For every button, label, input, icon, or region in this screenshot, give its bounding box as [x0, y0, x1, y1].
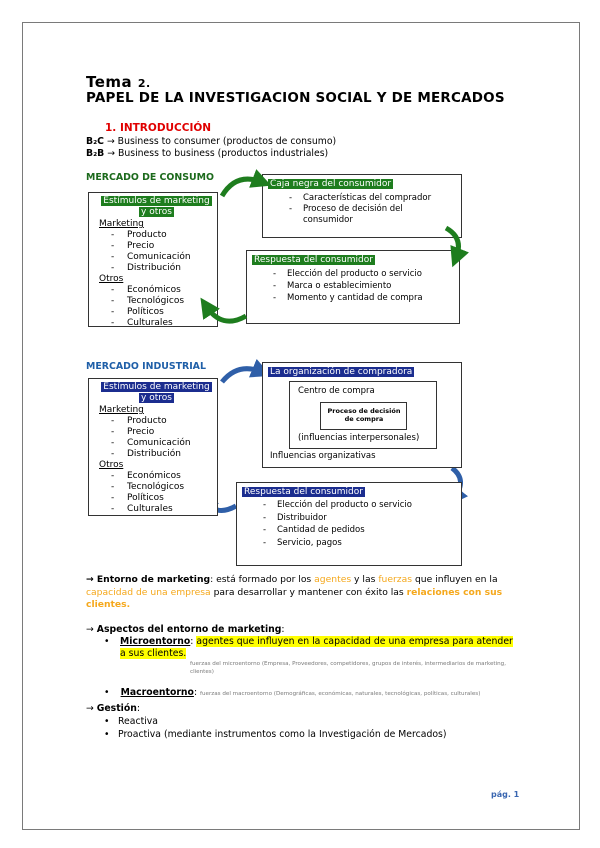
list-item: Cantidad de pedidos	[263, 524, 458, 537]
consumo-arrow-top	[219, 169, 272, 198]
list-item: Proceso de decisión del consumidor	[289, 204, 454, 226]
consumo-otros-list: Económicos Tecnológicos Políticos Cultur…	[99, 285, 214, 329]
proceso-decision-box: Proceso de decisión de compra	[320, 402, 407, 430]
consumo-respuesta-list: Elección del producto o servicio Marca o…	[273, 268, 458, 304]
consumo-marketing-list: Producto Precio Comunicación Distribució…	[99, 230, 214, 274]
aspectos-heading: → Aspectos del entorno de marketing:	[86, 624, 285, 635]
consumo-stim-title-1: Estímulos de marketing	[101, 196, 212, 206]
page-number: pág. 1	[491, 790, 520, 799]
entorno-label: Entorno de marketing	[96, 574, 211, 585]
consumo-arrow-bottom	[200, 297, 248, 324]
list-item: Políticos	[111, 493, 214, 504]
list-item: Elección del producto o servicio	[263, 499, 458, 512]
list-item: Distribución	[111, 449, 214, 460]
list-item: Reactiva	[104, 716, 524, 729]
organizacion-title: La organización de compradora	[268, 367, 415, 377]
microentorno-item: • Microentorno: agentes que influyen en …	[104, 636, 513, 675]
list-item: Políticos	[111, 307, 214, 318]
list-item: Tecnológicos	[111, 482, 214, 493]
centro-compra-box: Centro de compra Proceso de decisión de …	[289, 381, 437, 449]
page-title: PAPEL DE LA INVESTIGACION SOCIAL Y DE ME…	[86, 90, 505, 106]
tema-heading: Tema 2.	[86, 73, 151, 91]
industrial-otros-list: Económicos Tecnológicos Políticos Cultur…	[99, 471, 214, 515]
list-item: Tecnológicos	[111, 296, 214, 307]
industrial-stim-title-2: y otros	[139, 393, 174, 403]
consumo-respuesta-title: Respuesta del consumidor	[252, 255, 375, 265]
list-item: Servicio, pagos	[263, 537, 458, 550]
proceso-decision-label: Proceso de decisión de compra	[327, 407, 401, 423]
organizacion-compradora-box: La organización de compradora Centro de …	[262, 362, 462, 468]
industrial-estimulos-box: Estímulos de marketing y otros Marketing…	[88, 378, 218, 516]
list-item: Económicos	[111, 285, 214, 296]
gestion-list: Reactiva Proactiva (mediante instrumento…	[104, 716, 524, 741]
industrial-respuesta-box: Respuesta del consumidor Elección del pr…	[236, 482, 462, 566]
industrial-marketing-label: Marketing	[99, 405, 144, 415]
caja-negra-list: Características del comprador Proceso de…	[289, 193, 454, 226]
intro-heading: 1. INTRODUCCIÓN	[105, 122, 212, 134]
micro-note: fuerzas del microentorno (Empresa, Prove…	[190, 661, 507, 675]
list-item: Producto	[111, 230, 214, 241]
b2b-line: B₂B → Business to business (productos in…	[86, 148, 329, 159]
gestion-heading: → Gestión:	[86, 703, 140, 714]
consumo-marketing-label: Marketing	[99, 219, 144, 229]
entorno-paragraph: → Entorno de marketing: está formado por…	[86, 574, 503, 610]
caja-negra-box: Caja negra del consumidor Característica…	[262, 174, 462, 238]
industrial-marketing-list: Producto Precio Comunicación Distribució…	[99, 416, 214, 460]
consumo-respuesta-box: Respuesta del consumidor Elección del pr…	[246, 250, 460, 324]
industrial-respuesta-title: Respuesta del consumidor	[242, 487, 365, 497]
influencias-interpersonales: (influencias interpersonales)	[298, 433, 420, 443]
centro-compra-label: Centro de compra	[298, 386, 375, 396]
list-item: Distribución	[111, 263, 214, 274]
macroentorno-item: • Macroentorno: fuerzas del macroentorno…	[104, 687, 481, 698]
list-item: Comunicación	[111, 438, 214, 449]
list-item: Culturales	[111, 318, 214, 329]
industrial-arrow-top	[220, 358, 272, 384]
consumo-arrow-right	[444, 225, 469, 268]
list-item: Características del comprador	[289, 193, 454, 204]
industrial-stim-title-1: Estímulos de marketing	[101, 382, 212, 392]
consumo-estimulos-box: Estímulos de marketing y otros Marketing…	[88, 192, 218, 329]
list-item: Precio	[111, 427, 214, 438]
list-item: Distribuidor	[263, 512, 458, 525]
consumo-heading: MERCADO DE CONSUMO	[86, 172, 214, 183]
industrial-otros-label: Otros	[99, 460, 124, 470]
influencias-organizativas: Influencias organizativas	[270, 451, 376, 461]
list-item: Comunicación	[111, 252, 214, 263]
consumo-otros-label: Otros	[99, 274, 124, 284]
list-item: Producto	[111, 416, 214, 427]
list-item: Elección del producto o servicio	[273, 268, 458, 280]
consumo-stim-title-2: y otros	[139, 207, 174, 217]
list-item: Económicos	[111, 471, 214, 482]
b2c-line: B₂C → Business to consumer (productos de…	[86, 136, 337, 147]
list-item: Precio	[111, 241, 214, 252]
list-item: Culturales	[111, 504, 214, 515]
list-item: Momento y cantidad de compra	[273, 292, 458, 304]
industrial-heading: MERCADO INDUSTRIAL	[86, 361, 206, 372]
industrial-respuesta-list: Elección del producto o servicio Distrib…	[263, 499, 458, 549]
list-item: Proactiva (mediante instrumentos como la…	[104, 729, 524, 742]
list-item: Marca o establecimiento	[273, 280, 458, 292]
caja-negra-title: Caja negra del consumidor	[268, 179, 394, 189]
